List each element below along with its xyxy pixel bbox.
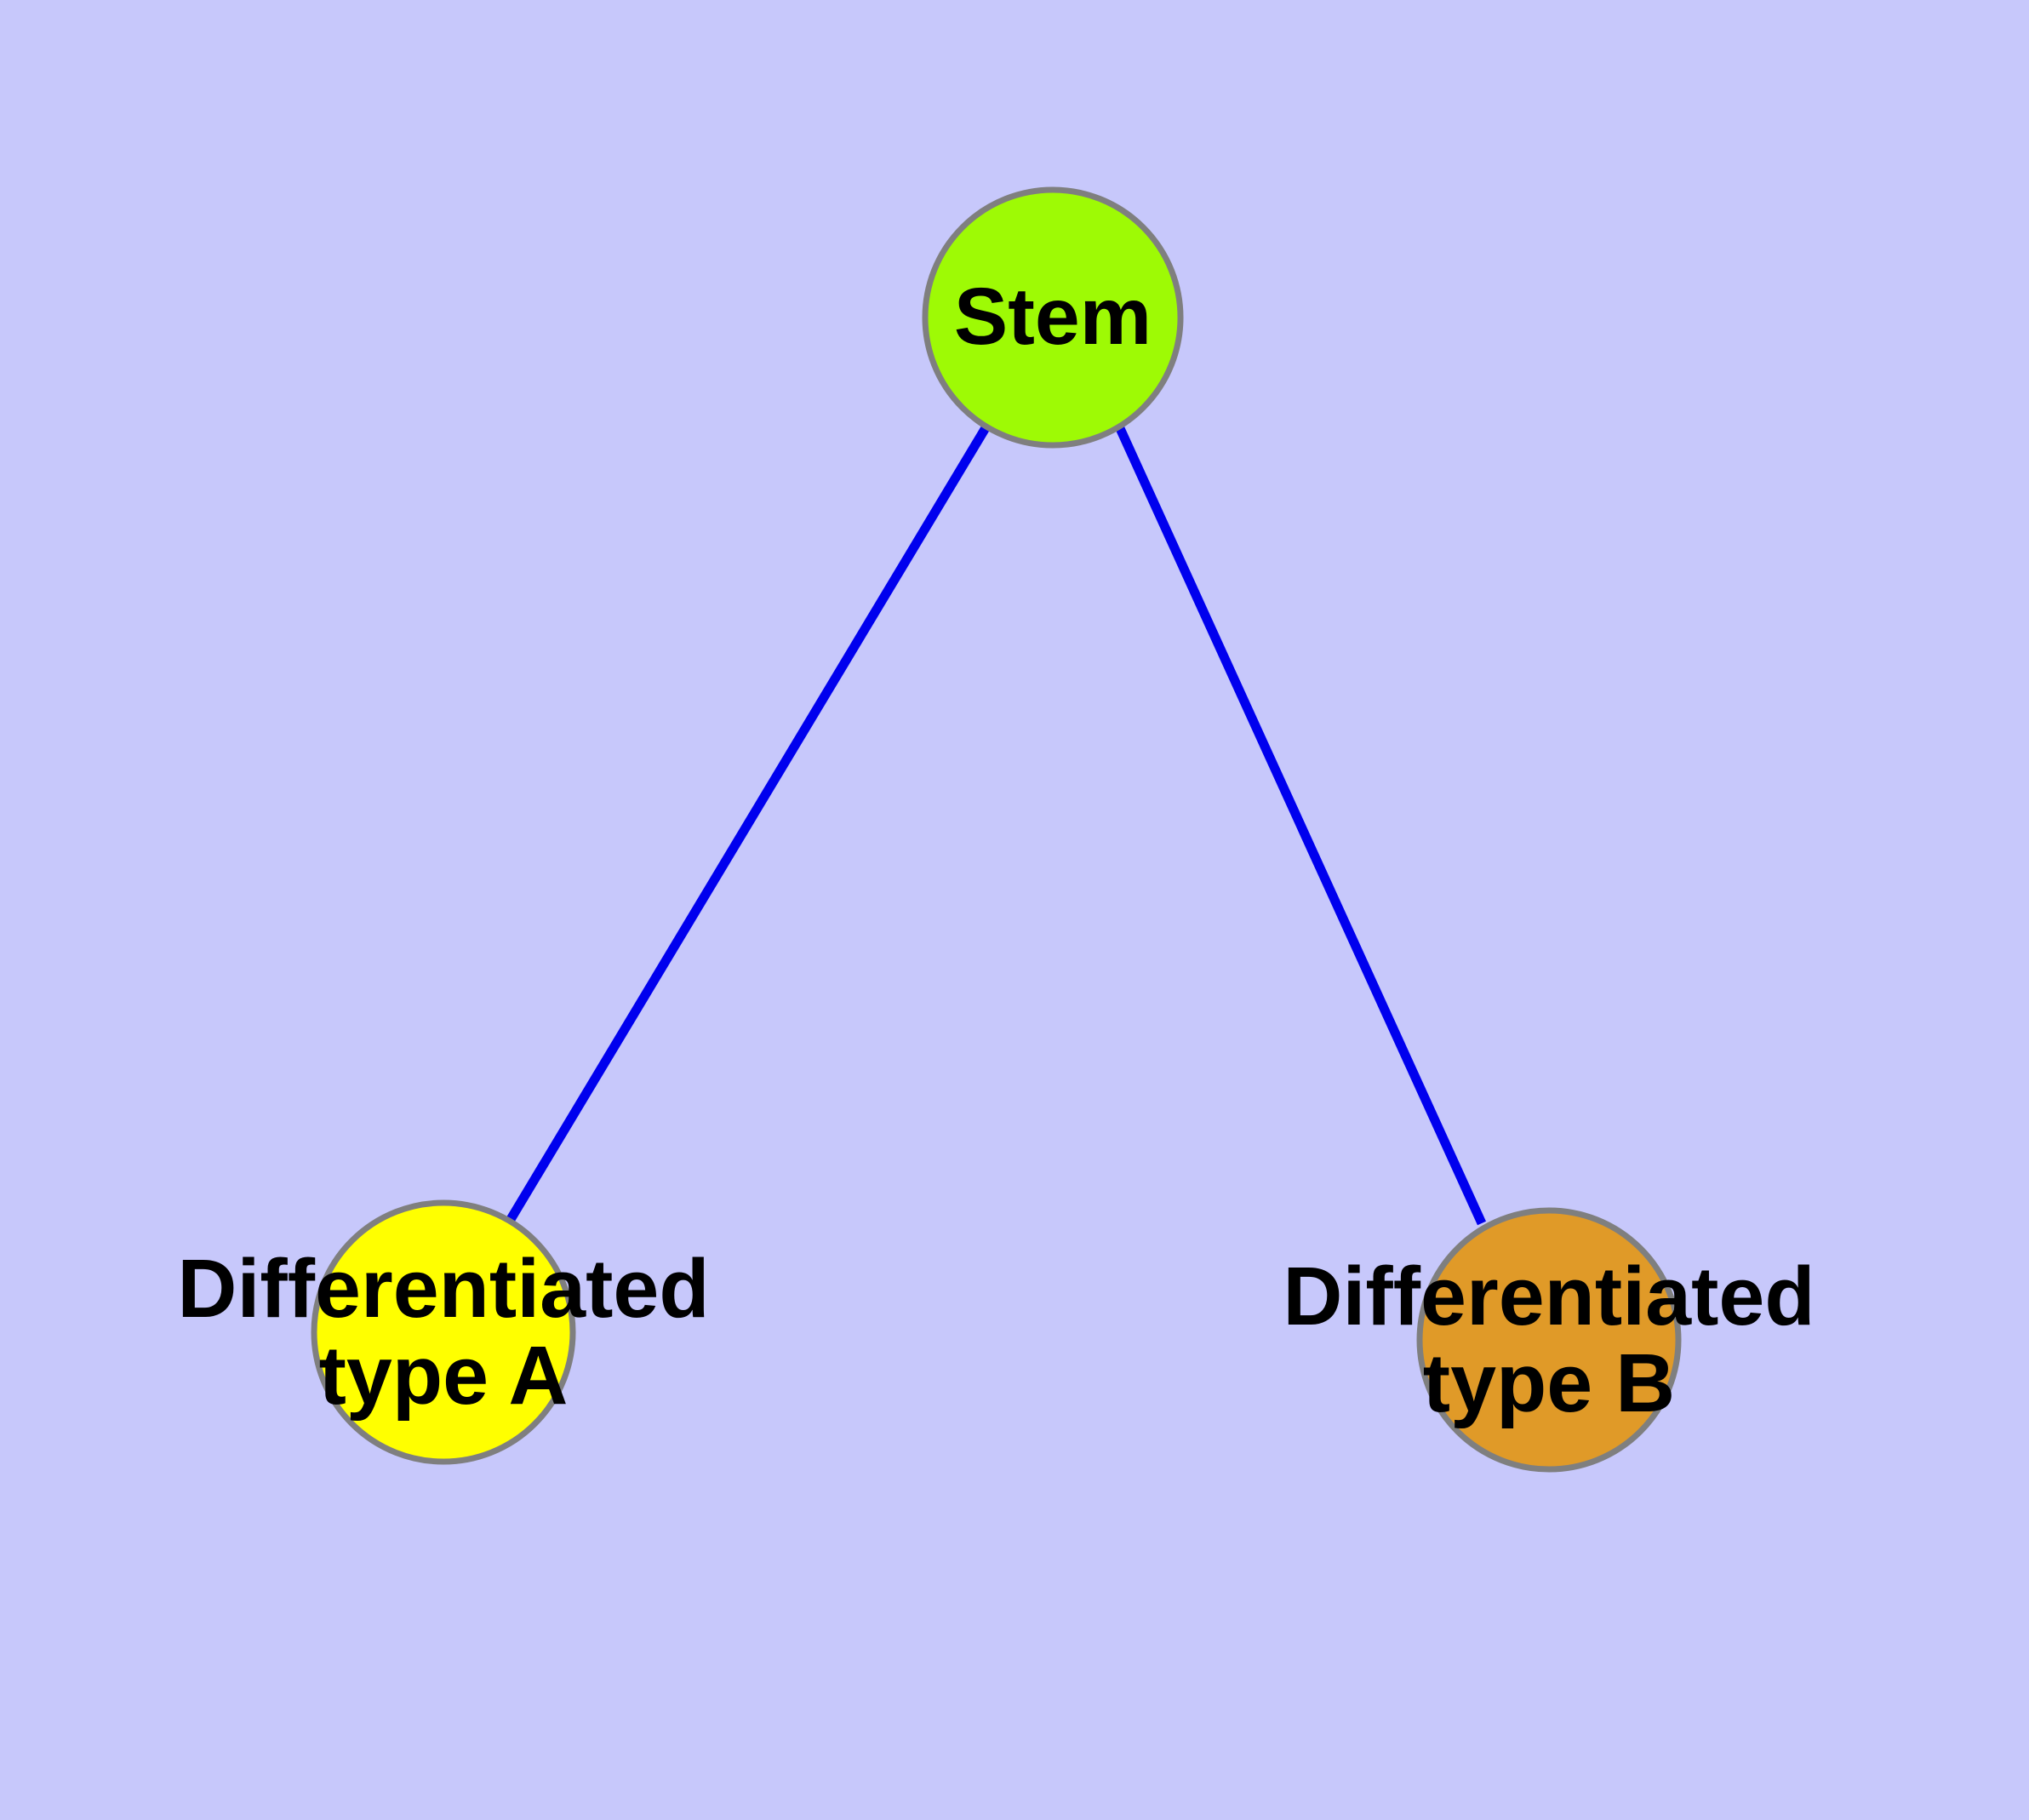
edge-stem-to-diff-b[interactable] [1114, 424, 1487, 1226]
edge-stem-to-diff-a[interactable] [506, 424, 991, 1223]
node-circle-diff-b[interactable] [1416, 1207, 1682, 1473]
node-circle-diff-a[interactable] [311, 1199, 576, 1465]
edge-layer [506, 424, 1487, 1226]
node-layer [311, 186, 1682, 1473]
node-circle-stem[interactable] [922, 186, 1184, 449]
